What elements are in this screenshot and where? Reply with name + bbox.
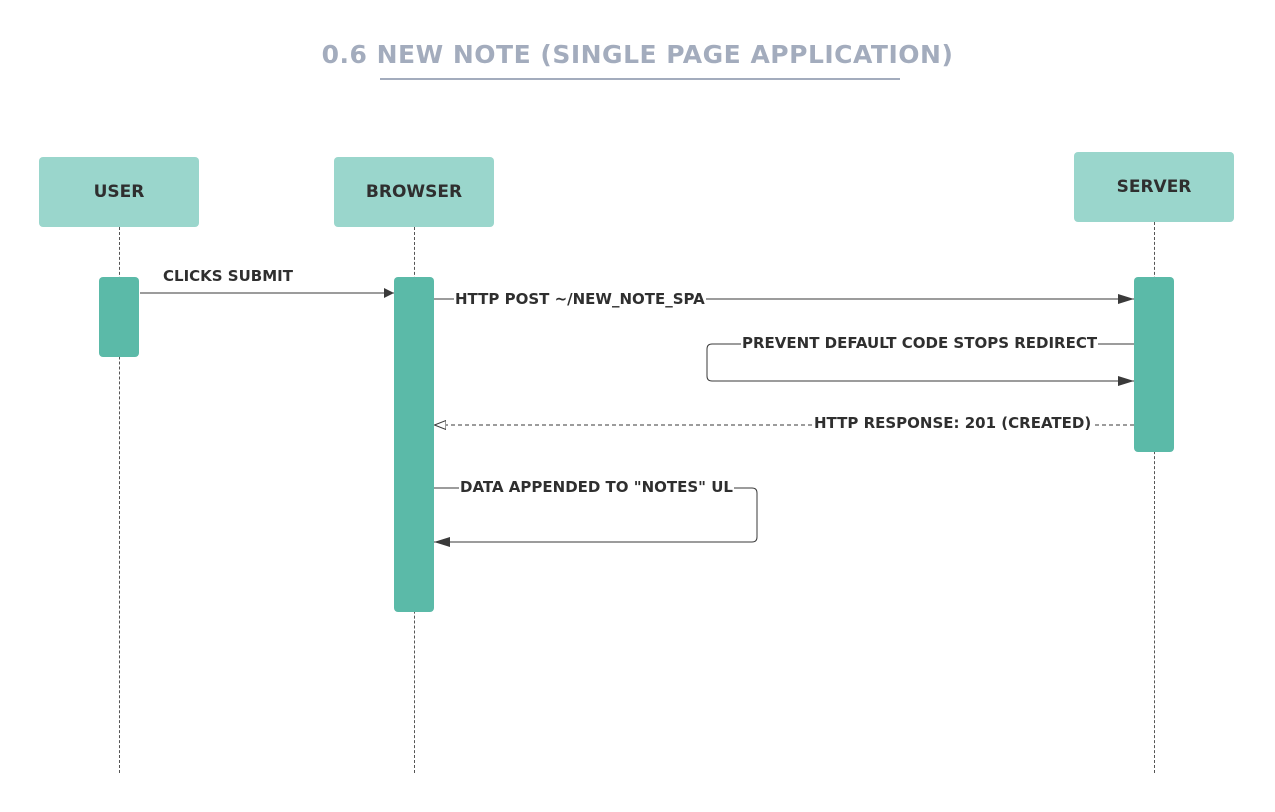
message-label-http-response: HTTP RESPONSE: 201 (CREATED) xyxy=(813,413,1093,433)
message-label-prevent-default: PREVENT DEFAULT CODE STOPS REDIRECT xyxy=(741,333,1099,353)
participant-server: SERVER xyxy=(1074,152,1234,222)
activation-server xyxy=(1134,277,1174,452)
participant-user: USER xyxy=(39,157,199,227)
arrow-prevent-default xyxy=(706,343,1134,386)
title-underline xyxy=(380,78,900,80)
participant-user-label: USER xyxy=(93,182,145,202)
message-label-clicks-submit: CLICKS SUBMIT xyxy=(162,266,294,286)
participant-server-label: SERVER xyxy=(1116,177,1192,197)
arrow-data-appended xyxy=(434,487,758,547)
lifeline-server xyxy=(1154,222,1155,773)
lifeline-user xyxy=(119,227,120,773)
message-label-data-appended: DATA APPENDED TO "NOTES" UL xyxy=(459,477,734,497)
participant-browser: BROWSER xyxy=(334,157,494,227)
activation-user xyxy=(99,277,139,357)
message-label-http-post: HTTP POST ~/NEW_NOTE_SPA xyxy=(454,289,706,309)
activation-browser xyxy=(394,277,434,612)
participant-browser-label: BROWSER xyxy=(365,182,463,202)
diagram-title: 0.6 NEW NOTE (SINGLE PAGE APPLICATION) xyxy=(321,40,954,69)
